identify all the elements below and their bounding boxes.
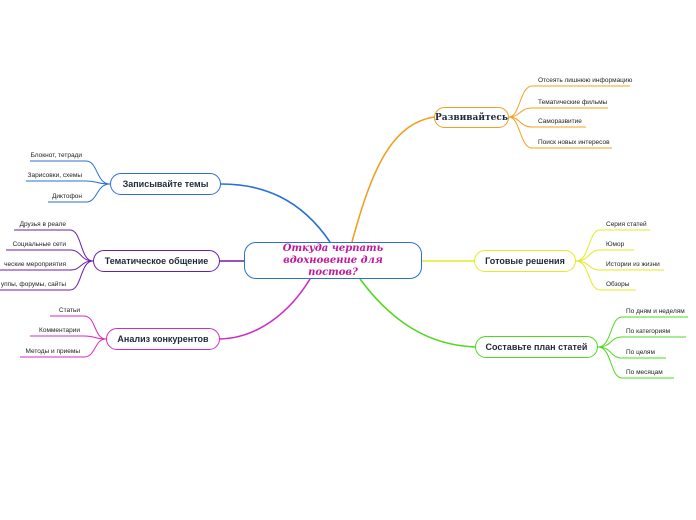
connector-center-razvivaytes [351,116,435,243]
leaf-item[interactable]: Отсеять лишнюю информацию [538,77,633,84]
leaf-item[interactable]: Поиск новых интересов [538,139,610,146]
connector-leaf [0,260,94,291]
leaf-item[interactable]: Обзоры [606,281,630,288]
branch-analiz-konkurentov[interactable]: Анализ конкурентов [106,328,220,350]
leaf-item[interactable]: Методы и приемы [25,348,81,355]
connector-leaf [48,183,111,203]
connector-leaf [575,229,650,262]
connector-leaf [575,260,636,291]
branch-zapisyvayte-temy[interactable]: Записывайте темы [110,173,221,195]
leaf-item[interactable]: Блокнот, тетради [30,152,82,159]
branch-plan-statey[interactable]: Составьте план статей [475,336,598,358]
connector-leaf [597,346,674,379]
branch-tematicheskoe-obschenie[interactable]: Тематическое общение [93,250,220,272]
branch-gotovye-resheniya[interactable]: Готовые решения [474,250,576,272]
connector-leaf [30,160,111,185]
leaf-item[interactable]: Социальные сети [12,241,66,248]
leaf-item[interactable]: По дням и неделям [626,308,685,315]
leaf-item[interactable]: Зарисовки, схемы [27,172,82,179]
connector-leaf [50,315,107,340]
connector-leaf [508,85,630,118]
branch-razvivaytes[interactable]: Развивайтесь [434,107,509,128]
leaf-item[interactable]: Друзья в реале [19,221,66,228]
leaf-item[interactable]: По месяцам [626,369,663,376]
leaf-item[interactable]: Серия статей [606,221,647,228]
connector-center-zapisyvayte [220,183,331,243]
central-topic[interactable]: Откуда черпать вдохновение для постов? [244,242,422,279]
leaf-item[interactable]: Статьи [58,307,80,314]
leaf-item[interactable]: Юмор [606,241,625,248]
connector-leaf [597,336,686,348]
connector-leaf [20,338,107,358]
connector-leaf [30,335,107,340]
leaf-item[interactable]: Саморазвитие [538,118,582,125]
leaf-item[interactable]: По целям [626,349,655,356]
leaf-item[interactable]: ческие мероприятия [4,261,66,268]
leaf-item[interactable]: По категориям [626,328,671,335]
connector-center-plan [359,278,476,348]
connector-leaf [508,116,612,149]
connector-leaf [597,316,688,348]
connector-center-analiz [219,278,311,340]
leaf-item[interactable]: Тематические фильмы [538,99,608,106]
leaf-item[interactable]: Диктофон [51,193,82,200]
connector-leaf [14,229,94,262]
connector-leaf [575,249,634,262]
leaf-item[interactable]: Комментарии [39,327,80,334]
leaf-item[interactable]: Истории из жизни [606,261,660,268]
connector-leaf [6,249,94,262]
leaf-item[interactable]: уппы, форумы, сайты [0,281,66,288]
connector-leaf [508,107,608,118]
connector-leaf [26,180,111,185]
